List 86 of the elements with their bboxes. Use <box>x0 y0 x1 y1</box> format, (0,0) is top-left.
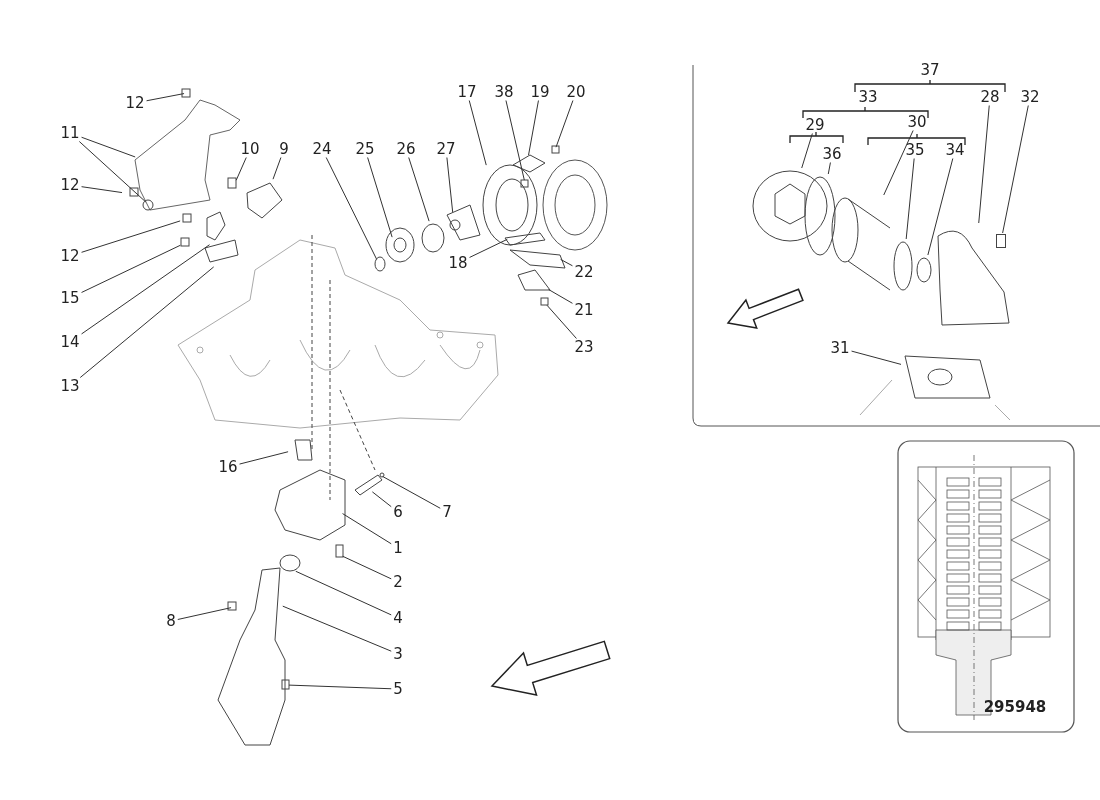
callout-number: 24 <box>312 141 332 157</box>
callout-number: 27 <box>436 141 456 157</box>
leader-line <box>342 513 392 545</box>
callout-number: 38 <box>494 84 514 100</box>
callout-number: 14 <box>60 334 80 350</box>
leader-line <box>79 266 215 378</box>
leader-line <box>408 157 430 222</box>
callout-number: 34 <box>945 142 965 158</box>
callout-number: 17 <box>457 84 477 100</box>
leader-line <box>81 244 181 293</box>
callout-number: 37 <box>920 62 940 78</box>
o-ring-drawing <box>803 175 838 257</box>
leader-line <box>325 157 378 260</box>
leader-line <box>282 605 392 652</box>
leader-line <box>468 100 487 166</box>
leader-line <box>1002 105 1029 234</box>
leader-line <box>469 238 508 258</box>
callout-number: 35 <box>905 142 925 158</box>
seal-ring-drawing <box>915 256 933 284</box>
callout-number: 6 <box>393 504 403 520</box>
callout-number: 10 <box>240 141 260 157</box>
callout-number: 31 <box>830 340 850 356</box>
callout-number: 19 <box>530 84 550 100</box>
filter-cap-drawing <box>751 169 829 243</box>
callout-number: 1 <box>393 540 403 556</box>
callout-number: 5 <box>393 681 403 697</box>
callout-number: 20 <box>566 84 586 100</box>
leader-line <box>927 158 954 256</box>
leader-line <box>851 350 902 365</box>
callout-number: 15 <box>60 290 80 306</box>
leader-line <box>560 258 573 267</box>
callout-number: 9 <box>279 141 289 157</box>
leader-line <box>239 451 289 465</box>
callout-number: 32 <box>1020 89 1040 105</box>
callout-number: 7 <box>442 504 452 520</box>
leader-line <box>81 244 211 335</box>
callout-number: 16 <box>218 459 238 475</box>
leader-line <box>978 105 990 224</box>
leader-line <box>177 607 232 620</box>
callout-number: 4 <box>393 610 403 626</box>
leader-line <box>272 157 282 180</box>
leader-line <box>827 162 831 175</box>
leader-line <box>371 491 392 508</box>
callout-number: 21 <box>574 302 594 318</box>
callout-number: 18 <box>448 255 468 271</box>
leader-line <box>905 158 915 240</box>
leader-line <box>505 100 525 181</box>
seal-ring-drawing <box>892 240 915 292</box>
leader-line <box>81 220 181 253</box>
callout-number: 3 <box>393 646 403 662</box>
leader-line <box>288 684 392 690</box>
callout-number: 12 <box>125 95 145 111</box>
leader-line <box>235 157 247 181</box>
callout-number: 23 <box>574 339 594 355</box>
gasket-drawing <box>903 353 993 401</box>
leader-line <box>81 136 136 158</box>
leader-line <box>446 157 454 213</box>
callout-number: 26 <box>396 141 416 157</box>
callout-number: 29 <box>805 117 825 133</box>
bolt-icon <box>996 234 1006 248</box>
leader-line <box>146 93 185 102</box>
leader-line <box>78 141 147 203</box>
leader-line <box>367 157 393 238</box>
callout-number: 25 <box>355 141 375 157</box>
leader-line <box>382 475 441 509</box>
leader-line <box>555 100 574 148</box>
leader-line <box>548 289 573 304</box>
callout-number: 8 <box>166 613 176 629</box>
leader-line <box>801 133 813 169</box>
leader-line <box>81 186 123 194</box>
callout-number: 13 <box>60 378 80 394</box>
callout-number: 30 <box>907 114 927 130</box>
callout-number: 33 <box>858 89 878 105</box>
callout-number: 28 <box>980 89 1000 105</box>
callout-number: 12 <box>60 248 80 264</box>
callout-number: 22 <box>574 264 594 280</box>
callout-number: 36 <box>822 146 842 162</box>
leader-line <box>342 555 392 580</box>
callout-number: 12 <box>60 177 80 193</box>
callout-number: 11 <box>60 125 80 141</box>
leader-line <box>546 304 577 339</box>
leader-line <box>883 130 914 196</box>
drawing-number: 295948 <box>983 699 1047 715</box>
leader-line <box>528 100 539 156</box>
callout-number: 2 <box>393 574 403 590</box>
leader-line <box>295 570 392 616</box>
